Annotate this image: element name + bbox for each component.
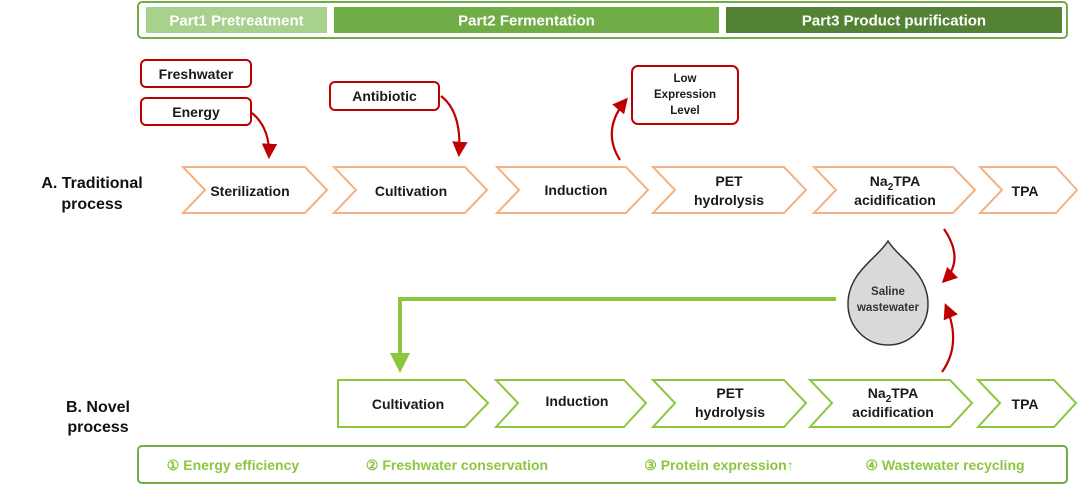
traditional-steps [180, 166, 1079, 214]
header-frame [137, 1, 1068, 39]
recycle-arrow [390, 297, 836, 373]
traditional-label-line2: process [61, 196, 122, 213]
part2-box [334, 7, 719, 33]
step-sterilization [180, 166, 329, 214]
energy-box [140, 97, 252, 126]
part1-label: Part1 Pretreatment [169, 13, 303, 30]
novel-label-line2: process [67, 419, 128, 436]
subscript-2: 2 [886, 394, 892, 405]
part3-label: Part3 Product purification [802, 13, 986, 30]
novel-step-tpa [975, 379, 1078, 428]
step-label-tpa: TPA [1012, 183, 1039, 199]
novel-label-hydrolysis: hydrolysis [695, 404, 765, 420]
step-tpa [977, 166, 1079, 214]
step-pet-hydrolysis [650, 166, 808, 214]
na-text: Na [868, 385, 886, 401]
low-expression-line3: Level [670, 105, 699, 117]
input-boxes: Freshwater Energy Antibiotic Low Express… [140, 59, 739, 126]
step-na2tpa-acidification [811, 166, 977, 214]
wastewater-out-arrow [941, 303, 958, 373]
antibiotic-arrow [440, 95, 468, 158]
header-parts: Part1 Pretreatment Part2 Fermentation Pa… [137, 1, 1068, 39]
low-expression-line2: Expression [654, 89, 716, 101]
benefit-freshwater: ② Freshwater conservation [366, 457, 548, 473]
droplet-shape [847, 239, 929, 346]
novel-steps [337, 379, 1078, 428]
wastewater-line1: Saline [871, 286, 905, 298]
step-label-pet: PET [715, 173, 743, 189]
energy-arrow [251, 112, 278, 160]
benefits-frame [137, 445, 1068, 484]
low-expression-box [631, 65, 739, 125]
tpa-text: TPA [893, 173, 920, 189]
step-label-sterilization: Sterilization [210, 183, 289, 199]
wastewater-line2: wastewater [856, 302, 920, 314]
step-label-cultivation: Cultivation [375, 183, 447, 199]
low-expression-line1: Low [674, 73, 697, 85]
step-label-induction: Induction [545, 182, 608, 198]
red-arrows [251, 95, 959, 373]
novel-step-na2tpa-acidification [807, 379, 974, 428]
part1-box [146, 7, 327, 33]
novel-label-induction: Induction [546, 393, 609, 409]
step-label-acidification: acidification [854, 192, 936, 208]
novel-step-labels: Cultivation Induction PET hydrolysis Na2… [372, 385, 1039, 420]
antibiotic-label: Antibiotic [352, 88, 417, 104]
tpa-text: TPA [891, 385, 918, 401]
step-label-na2tpa: Na2TPA [870, 173, 920, 193]
freshwater-label: Freshwater [159, 66, 234, 82]
novel-step-cultivation [337, 379, 490, 428]
novel-step-pet-hydrolysis [650, 379, 808, 428]
traditional-label: A. Traditional process [41, 175, 142, 213]
novel-label-line1: B. Novel [66, 399, 130, 416]
step-label-hydrolysis: hydrolysis [694, 192, 764, 208]
na-text: Na [870, 173, 888, 189]
traditional-label-line1: A. Traditional [41, 175, 142, 192]
benefit-energy: ① Energy efficiency [167, 457, 300, 473]
wastewater-in-arrow [941, 228, 959, 284]
benefit-protein: ③ Protein expression↑ [644, 457, 793, 473]
energy-label: Energy [172, 104, 220, 120]
step-induction [494, 166, 650, 214]
benefits-bar: ① Energy efficiency ② Freshwater conserv… [137, 445, 1068, 484]
part2-label: Part2 Fermentation [458, 13, 595, 30]
novel-label-tpa: TPA [1012, 396, 1039, 412]
novel-label-cultivation: Cultivation [372, 396, 444, 412]
step-cultivation [331, 166, 489, 214]
novel-label: B. Novel process [66, 399, 130, 436]
antibiotic-box [329, 81, 440, 111]
wastewater-drop: Saline wastewater [847, 239, 929, 346]
traditional-step-labels: Sterilization Cultivation Induction PET … [210, 173, 1038, 208]
part3-box [726, 7, 1062, 33]
novel-step-induction [493, 379, 648, 428]
novel-label-na2tpa: Na2TPA [868, 385, 918, 405]
benefit-wastewater: ④ Wastewater recycling [865, 457, 1024, 473]
novel-label-pet: PET [716, 385, 744, 401]
low-expression-arrow [610, 97, 628, 161]
freshwater-box [140, 59, 252, 88]
subscript-2: 2 [888, 182, 894, 193]
novel-label-acidification: acidification [852, 404, 934, 420]
